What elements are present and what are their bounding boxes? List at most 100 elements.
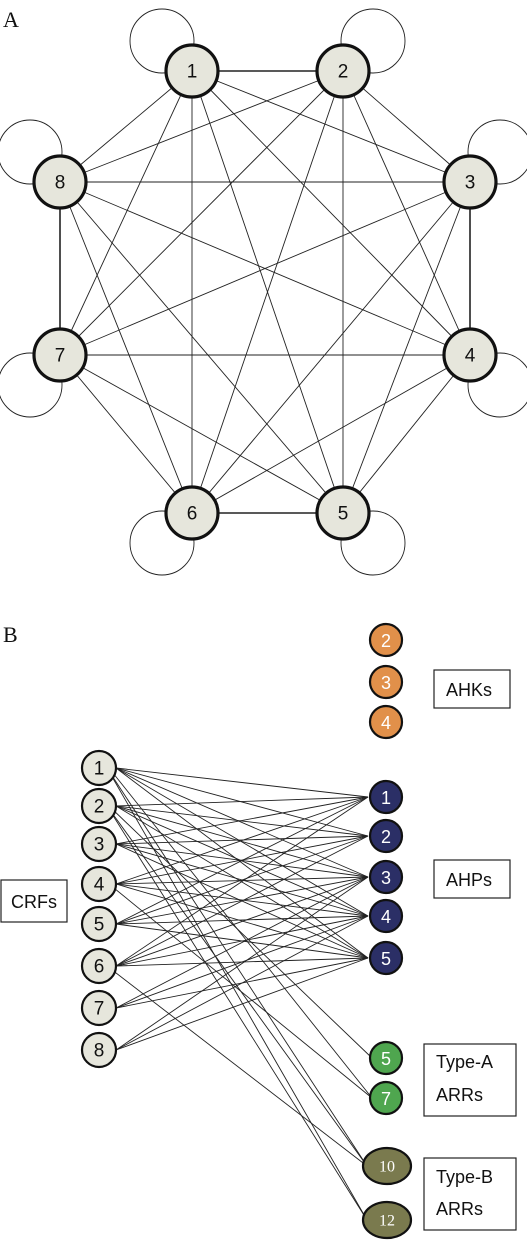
type-a-node-7-label: 7 bbox=[381, 1089, 391, 1109]
ahp-node-5-label: 5 bbox=[381, 949, 391, 969]
crf-ahp-edge bbox=[115, 876, 369, 1051]
network-node-4: 4 bbox=[442, 327, 498, 383]
ahks-box-label: AHKs bbox=[446, 680, 492, 700]
crf-ahp-edge bbox=[115, 876, 369, 967]
crf-node-3: 3 bbox=[80, 825, 118, 863]
crf-ahp-edge bbox=[115, 805, 369, 837]
crf-ahp-edge bbox=[115, 796, 369, 807]
type-b-node-12: 12 bbox=[361, 1200, 413, 1240]
ahp-node-4-label: 4 bbox=[381, 907, 391, 927]
crf-ahp-edge bbox=[115, 915, 369, 967]
crf-node-4-label: 4 bbox=[94, 875, 105, 896]
crf-node-7-label: 7 bbox=[94, 999, 105, 1020]
self-loop-3 bbox=[467, 119, 527, 185]
crf-ahp-edge bbox=[115, 796, 369, 967]
ahk-node-3: 3 bbox=[368, 664, 404, 700]
crfs-box-label: CRFs bbox=[11, 892, 57, 912]
self-loop-5 bbox=[340, 510, 406, 576]
edge-4-6 bbox=[191, 354, 471, 514]
crf-type-b-edge bbox=[106, 767, 368, 1221]
ahk-node-2-label: 2 bbox=[381, 631, 391, 651]
type-a-node-5: 5 bbox=[368, 1040, 404, 1076]
network-nodes: 1 2 3 4 5 6 7 8 bbox=[32, 43, 498, 541]
network-node-label: 1 bbox=[187, 62, 198, 83]
edge-2-8 bbox=[59, 70, 344, 183]
crf-node-5: 5 bbox=[80, 905, 118, 943]
type-a-box-line2: ARRs bbox=[436, 1085, 483, 1105]
crf-ahp-edge bbox=[115, 835, 369, 925]
network-node-label: 5 bbox=[338, 504, 349, 525]
crf-ahp-edge bbox=[115, 876, 369, 885]
edge-5-7 bbox=[59, 354, 344, 514]
ahp-node-3: 3 bbox=[368, 859, 404, 895]
crf-type-b-edge bbox=[106, 805, 368, 1221]
crf-node-1-label: 1 bbox=[94, 759, 105, 780]
type-a-node-7: 7 bbox=[368, 1080, 404, 1116]
edge-4-8 bbox=[59, 181, 471, 356]
crf-ahp-edge bbox=[115, 767, 369, 798]
type-a-box-line1: Type-A bbox=[436, 1052, 493, 1072]
crf-node-3-label: 3 bbox=[94, 835, 105, 856]
network-node-5: 5 bbox=[315, 485, 371, 541]
edge-1-4 bbox=[191, 70, 471, 356]
ahk-node-3-label: 3 bbox=[381, 673, 391, 693]
crf-node-1: 1 bbox=[80, 749, 118, 787]
crf-node-6: 6 bbox=[80, 947, 118, 985]
ahp-node-1-label: 1 bbox=[381, 788, 391, 808]
crf-ahp-edge bbox=[115, 835, 369, 967]
edge-2-4 bbox=[342, 70, 471, 356]
type-b-box: Type-B ARRs bbox=[423, 1157, 517, 1231]
network-node-label: 2 bbox=[338, 62, 349, 83]
crf-ahp-edge bbox=[115, 915, 369, 925]
type-a-node-5-label: 5 bbox=[381, 1049, 391, 1069]
network-node-8: 8 bbox=[32, 154, 88, 210]
edge-2-3 bbox=[342, 70, 471, 183]
edge-3-6 bbox=[191, 181, 471, 514]
crf-node-6-label: 6 bbox=[94, 957, 105, 978]
crf-ahp-edge bbox=[115, 883, 369, 959]
ahp-node-2-label: 2 bbox=[381, 827, 391, 847]
network-edges bbox=[59, 70, 471, 514]
type-b-node-label: 12 bbox=[379, 1213, 395, 1230]
network-node-label: 7 bbox=[55, 346, 66, 367]
crf-type-b-edge bbox=[106, 965, 368, 1167]
crf-node-2: 2 bbox=[80, 787, 118, 825]
edge-3-5 bbox=[342, 181, 471, 514]
self-loop-7 bbox=[0, 352, 63, 418]
ahp-node-5: 5 bbox=[368, 940, 404, 976]
crf-node-8: 8 bbox=[80, 1031, 118, 1069]
self-loop-6 bbox=[129, 510, 195, 576]
edge-4-5 bbox=[342, 354, 471, 514]
network-node-6: 6 bbox=[164, 485, 220, 541]
edge-2-7 bbox=[59, 70, 344, 356]
crf-node-2-label: 2 bbox=[94, 797, 105, 818]
ahk-node-4: 4 bbox=[368, 704, 404, 740]
crf-node-5-label: 5 bbox=[94, 915, 105, 936]
network-node-label: 3 bbox=[465, 173, 476, 194]
crf-ahp-edge bbox=[115, 767, 369, 917]
ahk-node-2: 2 bbox=[368, 622, 404, 658]
crf-ahp-edge bbox=[115, 767, 369, 878]
crf-ahp-edge bbox=[115, 767, 369, 959]
crf-type-a-edge bbox=[108, 767, 373, 1099]
network-node-3: 3 bbox=[442, 154, 498, 210]
crf-node-8-label: 8 bbox=[94, 1041, 105, 1062]
panel-a: A 1 2 3 4 5 6 7 8 bbox=[0, 7, 527, 576]
ahps-box: AHPs bbox=[433, 859, 511, 899]
panel-a-label: A bbox=[3, 7, 19, 32]
edge-6-8 bbox=[59, 181, 193, 514]
ahps-box-label: AHPs bbox=[446, 870, 492, 890]
type-b-box-line1: Type-B bbox=[436, 1167, 493, 1187]
crf-type-b-edge bbox=[106, 805, 368, 1167]
network-node-7: 7 bbox=[32, 327, 88, 383]
edge-5-8 bbox=[59, 181, 344, 514]
type-b-node-label: 10 bbox=[379, 1159, 395, 1176]
ahp-node-1: 1 bbox=[368, 779, 404, 815]
crf-ahp-edge bbox=[115, 915, 369, 1051]
edge-1-3 bbox=[191, 70, 471, 183]
ahks-box: AHKs bbox=[433, 669, 511, 709]
network-node-label: 4 bbox=[465, 346, 476, 367]
crfs-box: CRFs bbox=[0, 879, 68, 923]
